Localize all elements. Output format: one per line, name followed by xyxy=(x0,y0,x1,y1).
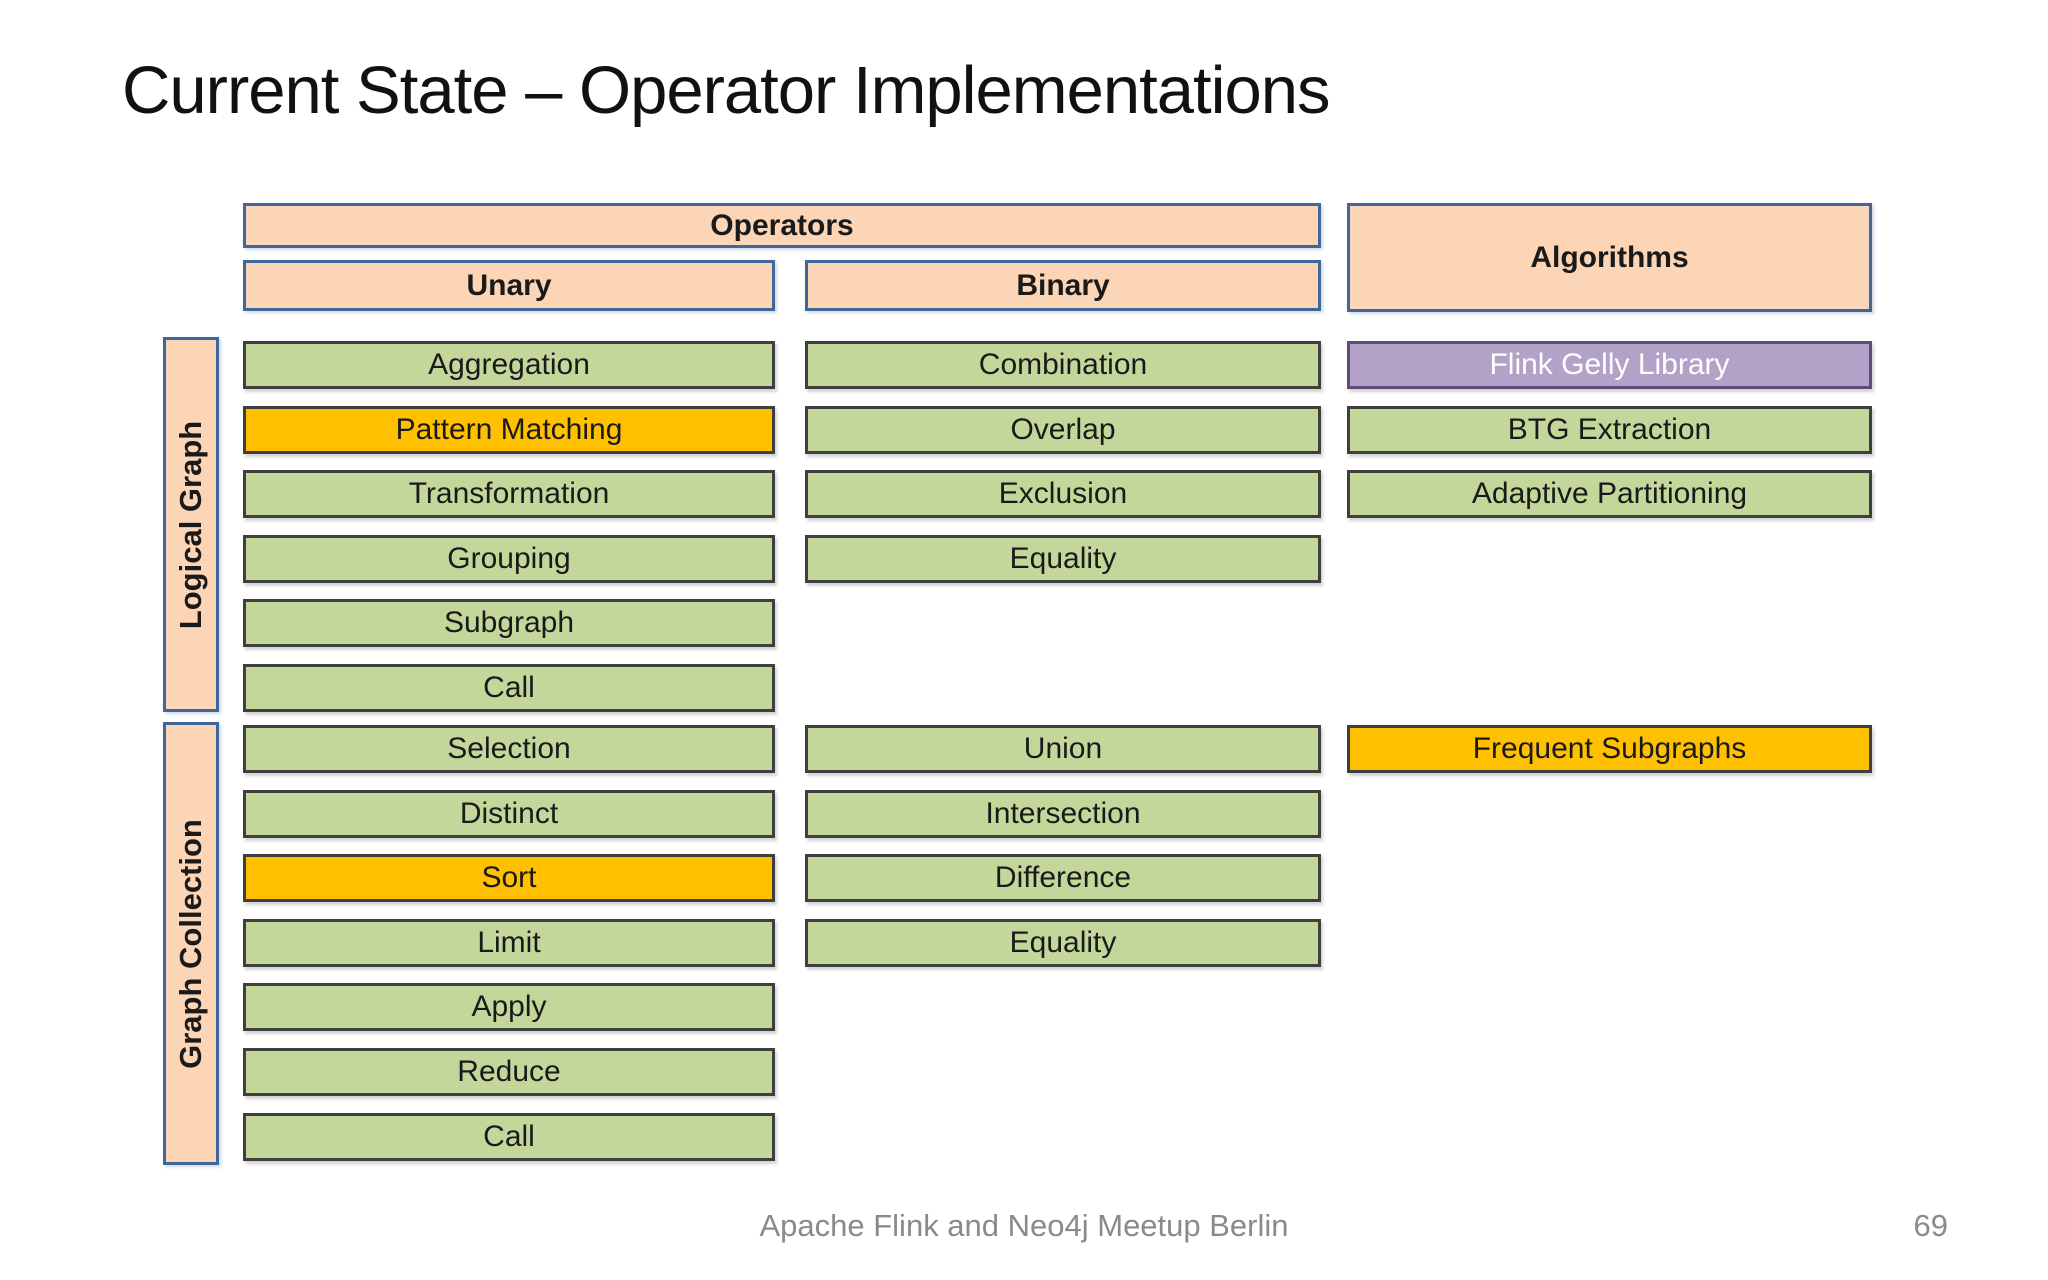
cell-overlap: Overlap xyxy=(805,406,1321,454)
slide-title: Current State – Operator Implementations xyxy=(122,53,1331,128)
cell-combination: Combination xyxy=(805,341,1321,389)
header-algorithms: Algorithms xyxy=(1347,203,1872,312)
cell-frequent-subgraphs: Frequent Subgraphs xyxy=(1347,725,1872,773)
header-unary: Unary xyxy=(243,260,775,311)
cell-grouping: Grouping xyxy=(243,535,775,583)
page-number: 69 xyxy=(1913,1208,1948,1243)
cell-equality: Equality xyxy=(805,919,1321,967)
cell-pattern-matching: Pattern Matching xyxy=(243,406,775,454)
cell-intersection: Intersection xyxy=(805,790,1321,838)
header-operators: Operators xyxy=(243,203,1321,248)
row-group-label-text: Logical Graph xyxy=(173,420,209,629)
cell-call: Call xyxy=(243,1113,775,1161)
cell-flink-gelly-library: Flink Gelly Library xyxy=(1347,341,1872,389)
cell-union: Union xyxy=(805,725,1321,773)
cell-selection: Selection xyxy=(243,725,775,773)
cell-subgraph: Subgraph xyxy=(243,599,775,647)
cell-distinct: Distinct xyxy=(243,790,775,838)
row-group-label-graph-collection: Graph Collection xyxy=(163,722,219,1165)
cell-sort: Sort xyxy=(243,854,775,902)
footer-text: Apache Flink and Neo4j Meetup Berlin xyxy=(759,1208,1289,1243)
row-group-label-logical-graph: Logical Graph xyxy=(163,337,219,712)
cell-aggregation: Aggregation xyxy=(243,341,775,389)
cell-adaptive-partitioning: Adaptive Partitioning xyxy=(1347,470,1872,518)
cell-reduce: Reduce xyxy=(243,1048,775,1096)
header-binary: Binary xyxy=(805,260,1321,311)
cell-equality: Equality xyxy=(805,535,1321,583)
cell-call: Call xyxy=(243,664,775,712)
cell-difference: Difference xyxy=(805,854,1321,902)
cell-apply: Apply xyxy=(243,983,775,1031)
cell-btg-extraction: BTG Extraction xyxy=(1347,406,1872,454)
cell-exclusion: Exclusion xyxy=(805,470,1321,518)
cell-limit: Limit xyxy=(243,919,775,967)
row-group-label-text: Graph Collection xyxy=(173,818,208,1069)
cell-transformation: Transformation xyxy=(243,470,775,518)
